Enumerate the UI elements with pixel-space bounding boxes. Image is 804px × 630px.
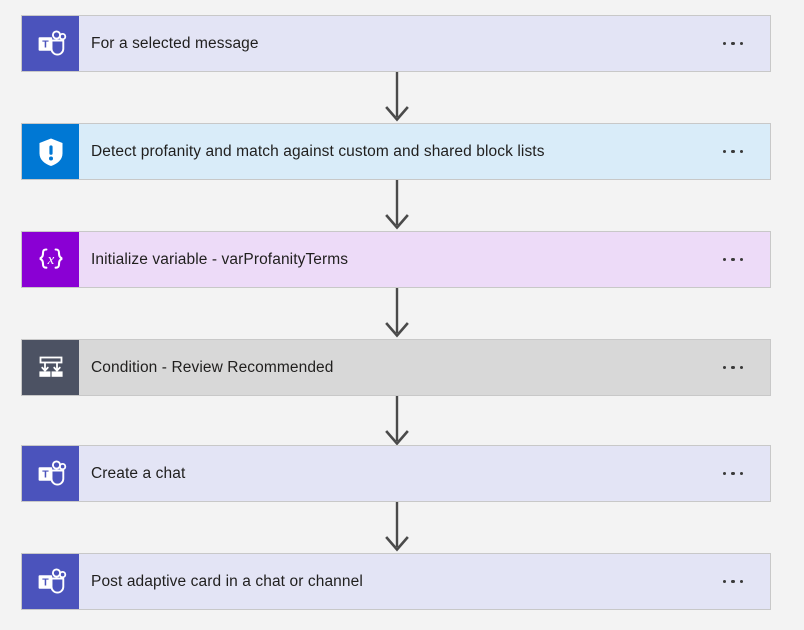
microsoft-teams-icon: T (22, 446, 79, 501)
flow-node-label: Post adaptive card in a chat or channel (91, 572, 363, 590)
ellipsis-dot (731, 257, 735, 262)
ellipsis-dot (722, 365, 727, 370)
flow-connector-arrow (381, 288, 413, 339)
ellipsis-dot (731, 471, 735, 476)
flow-node-for-a-selected-message[interactable]: T For a selected message (21, 15, 771, 72)
ellipsis-dot (722, 579, 727, 584)
flow-node-detect-profanity[interactable]: Detect profanity and match against custo… (21, 123, 771, 180)
ellipsis-dot (731, 365, 735, 370)
svg-text:T: T (42, 38, 49, 50)
shield-exclamation-icon (22, 124, 79, 179)
flow-connector-arrow (381, 396, 413, 447)
node-menu-button[interactable] (696, 554, 770, 609)
ellipsis-dot (722, 41, 727, 46)
ellipsis-dot (739, 471, 744, 476)
variable-braces-x-icon: x (22, 232, 79, 287)
flow-node-label: Initialize variable - varProfanityTerms (91, 250, 349, 268)
flow-connector-arrow (381, 502, 413, 553)
ellipsis-dot (731, 149, 735, 154)
ellipsis-dot (722, 149, 727, 154)
ellipsis-dot (739, 365, 744, 370)
flow-node-initialize-variable[interactable]: x Initialize variable - varProfanityTerm… (21, 231, 771, 288)
microsoft-teams-icon: T (22, 16, 79, 71)
node-menu-button[interactable] (696, 340, 770, 395)
flow-node-label: For a selected message (91, 34, 259, 52)
node-menu-button[interactable] (696, 16, 770, 71)
flow-node-post-adaptive-card[interactable]: T Post adaptive card in a chat or channe… (21, 553, 771, 610)
node-menu-button[interactable] (696, 446, 770, 501)
condition-branch-icon (22, 340, 79, 395)
flow-node-condition-review-recommended[interactable]: Condition - Review Recommended (21, 339, 771, 396)
ellipsis-dot (731, 579, 735, 584)
svg-text:T: T (42, 576, 49, 588)
ellipsis-dot (739, 257, 744, 262)
ellipsis-dot (722, 471, 727, 476)
flow-node-label: Detect profanity and match against custo… (91, 142, 545, 160)
microsoft-teams-icon: T (22, 554, 79, 609)
flow-connector-arrow (381, 180, 413, 231)
flow-node-label: Create a chat (91, 464, 186, 482)
ellipsis-dot (739, 149, 744, 154)
svg-text:x: x (46, 252, 54, 268)
flow-node-label: Condition - Review Recommended (91, 358, 334, 376)
ellipsis-dot (731, 41, 735, 46)
node-menu-button[interactable] (696, 124, 770, 179)
svg-text:T: T (42, 468, 49, 480)
node-menu-button[interactable] (696, 232, 770, 287)
flow-node-create-a-chat[interactable]: T Create a chat (21, 445, 771, 502)
ellipsis-dot (739, 579, 744, 584)
ellipsis-dot (739, 41, 744, 46)
ellipsis-dot (722, 257, 727, 262)
flow-connector-arrow (381, 72, 413, 123)
